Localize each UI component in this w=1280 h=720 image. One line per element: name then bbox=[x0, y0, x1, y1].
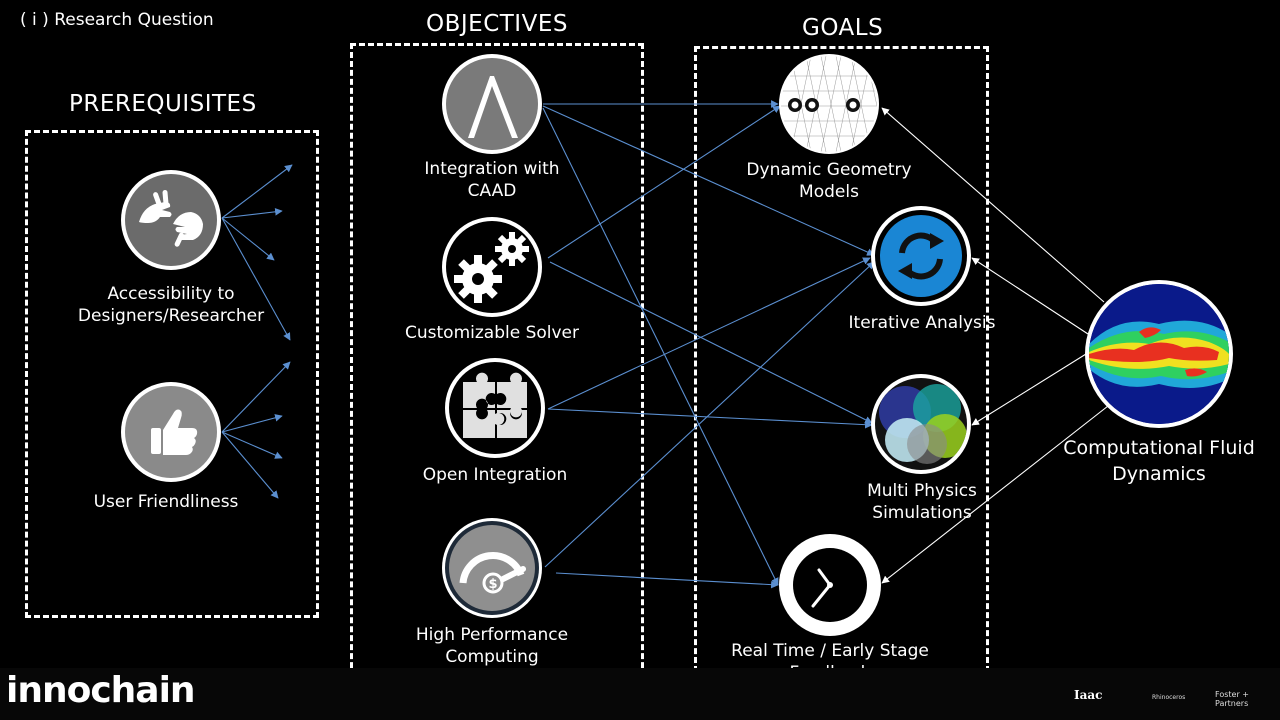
prerequisites-title: PREREQUISITES bbox=[69, 91, 257, 117]
label-line: Computing bbox=[445, 647, 539, 667]
overlapping-circles-icon bbox=[879, 384, 967, 464]
sign-language-icon bbox=[139, 189, 203, 247]
label-line: Simulations bbox=[872, 503, 972, 523]
solver-label: Customizable Solver bbox=[405, 323, 579, 343]
label-line: High Performance bbox=[415, 625, 569, 645]
arrow-friendliness-3 bbox=[221, 431, 283, 459]
refresh-cycle-icon bbox=[898, 232, 944, 280]
label-line: Accessibility to bbox=[107, 284, 235, 304]
foster-partners-logo: Foster + Partners bbox=[1215, 690, 1249, 708]
footer-bar bbox=[0, 668, 1280, 720]
edge-solver-multiphysics bbox=[549, 261, 873, 424]
iterative-label: Iterative Analysis bbox=[848, 313, 996, 333]
geometry-node bbox=[779, 54, 879, 154]
arrow-accessibility-2 bbox=[221, 207, 283, 219]
label-line: CAAD bbox=[467, 181, 517, 201]
cfd-node bbox=[1085, 280, 1233, 428]
clock-icon bbox=[811, 568, 833, 608]
arrow-accessibility-4 bbox=[221, 217, 291, 341]
objectives-title: OBJECTIVES bbox=[426, 11, 568, 37]
rhinoceros-logo: Rhinoceros bbox=[1152, 694, 1186, 701]
section-heading: ( i ) Research Question bbox=[20, 10, 214, 30]
innochain-logo: innochain bbox=[6, 670, 196, 711]
hpc-node: $ bbox=[442, 518, 542, 618]
edge-hpc-realtime bbox=[555, 572, 779, 589]
edge-cfd-realtime bbox=[881, 405, 1109, 584]
thumbs-up-icon bbox=[151, 409, 198, 455]
edge-cfd-multiphysics bbox=[971, 353, 1087, 426]
label-line: Computational Fluid bbox=[1063, 437, 1255, 459]
open-integration-label: Open Integration bbox=[422, 465, 568, 485]
mesh-geometry-icon bbox=[781, 56, 877, 152]
edge-cfd-iterative bbox=[971, 257, 1089, 335]
arrow-friendliness-4 bbox=[221, 431, 279, 499]
edge-caad-realtime bbox=[542, 107, 779, 586]
edge-open-iterative bbox=[547, 257, 871, 410]
accessibility-node bbox=[121, 170, 221, 270]
cfd-flow-visualization-icon bbox=[1089, 284, 1229, 424]
gears-icon bbox=[454, 232, 529, 303]
edge-solver-geometry bbox=[547, 105, 781, 259]
friendliness-label: User Friendliness bbox=[93, 492, 239, 512]
label-line: Dynamic Geometry bbox=[746, 160, 912, 180]
label-line: Models bbox=[799, 182, 859, 202]
prerequisites-group bbox=[25, 130, 319, 618]
multiphysics-node bbox=[871, 374, 971, 474]
speedometer-icon: $ bbox=[459, 552, 526, 594]
realtime-node bbox=[779, 534, 881, 636]
edge-caad-iterative bbox=[542, 105, 875, 256]
friendliness-node bbox=[121, 382, 221, 482]
iterative-node bbox=[871, 206, 971, 306]
svg-text:$: $ bbox=[488, 577, 497, 592]
arrow-accessibility-3 bbox=[221, 217, 275, 261]
caad-node bbox=[442, 54, 542, 154]
iaac-logo: Iaac bbox=[1074, 688, 1103, 702]
goals-title: GOALS bbox=[802, 15, 884, 41]
edge-open-multiphysics bbox=[547, 408, 873, 429]
caad-compass-icon bbox=[468, 76, 518, 138]
puzzle-icon bbox=[463, 372, 527, 438]
label-line: Integration with bbox=[424, 159, 560, 179]
arrow-accessibility-1 bbox=[221, 164, 293, 219]
label-line: Real Time / Early Stage bbox=[731, 641, 929, 661]
edge-hpc-iterative bbox=[544, 261, 875, 568]
solver-node bbox=[442, 217, 542, 317]
arrow-friendliness-1 bbox=[221, 361, 291, 433]
label-line: Dynamics bbox=[1112, 463, 1206, 485]
label-line: Designers/Researcher bbox=[77, 306, 265, 326]
arrow-friendliness-2 bbox=[221, 414, 283, 433]
open-integration-node bbox=[445, 358, 545, 458]
label-line: Multi Physics bbox=[867, 481, 977, 501]
edge-cfd-geometry bbox=[881, 107, 1105, 303]
